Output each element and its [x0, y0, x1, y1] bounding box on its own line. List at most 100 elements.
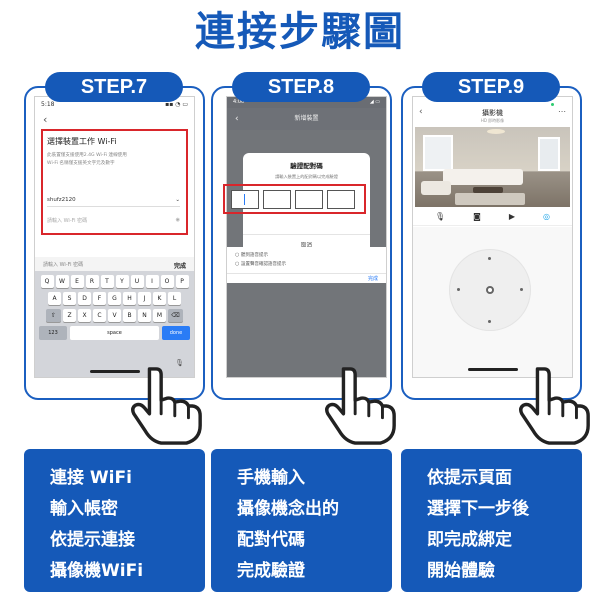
camera-title: 攝影機	[482, 109, 503, 117]
keyboard-toolbar-hint: 請輸入 Wi-Fi 密碼	[43, 262, 84, 268]
more-icon[interactable]: ⋯	[558, 107, 566, 116]
key-s[interactable]: S	[63, 292, 76, 305]
ssid-value: shufz2120	[47, 197, 76, 203]
status-time: 4:00	[233, 99, 245, 105]
video-icon[interactable]: ▶	[508, 212, 516, 221]
cancel-button[interactable]: 取消	[243, 234, 370, 249]
wifi-form: 選擇裝置工作 Wi-Fi 此裝置僅支援使用2.4G Wi-Fi 連線使用 Wi-…	[41, 129, 188, 235]
step-7-line-2: 輸入帳密	[50, 499, 118, 519]
key-q[interactable]: Q	[40, 275, 54, 288]
key-a[interactable]: A	[48, 292, 61, 305]
code-cell-3[interactable]	[295, 190, 323, 209]
code-cell-4[interactable]	[327, 190, 355, 209]
eye-icon[interactable]: ◉	[175, 217, 180, 223]
room-rug	[455, 193, 525, 205]
hand-pointer-icon	[131, 367, 202, 445]
chevron-down-icon: ⌄	[175, 197, 180, 203]
status-time: 5:18	[41, 101, 55, 108]
camera-subtitle: HD 即時影像	[480, 118, 505, 123]
key-d[interactable]: D	[78, 292, 91, 305]
key-h[interactable]: H	[123, 292, 136, 305]
key-space[interactable]: space	[70, 326, 159, 340]
wifi-form-title: 選擇裝置工作 Wi-Fi	[47, 137, 117, 146]
key-u[interactable]: U	[130, 275, 144, 288]
live-video-view[interactable]	[415, 127, 570, 207]
step-7-line-1: 連接 WiFi	[50, 468, 132, 488]
password-placeholder: 請輸入 Wi-Fi 密碼	[47, 218, 88, 224]
back-icon[interactable]: ‹	[43, 113, 48, 126]
page-title: 連接步驟圖	[195, 9, 405, 55]
key-f[interactable]: F	[93, 292, 106, 305]
key-e[interactable]: E	[70, 275, 84, 288]
key-v[interactable]: V	[108, 309, 121, 322]
step-9-badge: STEP.9	[422, 72, 560, 102]
add-device-title: 新增裝置	[294, 115, 319, 122]
add-device-header: ‹ 新增裝置	[227, 108, 386, 130]
step-9-line-2: 選擇下一步後	[427, 499, 529, 519]
code-cell-1[interactable]	[231, 190, 259, 209]
pairing-code-input[interactable]	[223, 184, 366, 214]
keyboard-done-button[interactable]: 完成	[173, 263, 186, 270]
divider	[413, 225, 572, 226]
mic-icon[interactable]: 🎙	[175, 359, 184, 367]
settings-icon[interactable]: ◎	[543, 212, 550, 221]
back-icon[interactable]: ‹	[235, 114, 239, 124]
home-indicator	[89, 370, 140, 373]
ptz-left[interactable]	[457, 288, 460, 291]
step-9-line-1: 依提示頁面	[427, 468, 512, 488]
key-t[interactable]: T	[100, 275, 114, 288]
backspace-key-icon[interactable]: ⌫	[168, 309, 183, 322]
key-o[interactable]: O	[160, 275, 174, 288]
key-p[interactable]: P	[175, 275, 189, 288]
key-g[interactable]: G	[108, 292, 121, 305]
camera-icon[interactable]: ◙	[473, 212, 481, 221]
key-l[interactable]: L	[168, 292, 181, 305]
key-w[interactable]: W	[55, 275, 69, 288]
step-9-line-4: 開始體驗	[427, 561, 495, 581]
wifi-hint-2: Wi-Fi 名稱僅支援英文字元及數字	[47, 161, 115, 166]
step-8-description: 手機輸入 攝像機念出的 配對代碼 完成驗證	[211, 449, 392, 592]
ptz-center[interactable]	[486, 286, 494, 294]
key-done[interactable]: done	[162, 326, 190, 340]
status-bar: 4:00 ◢ ▭	[227, 97, 386, 108]
wifi-hint-1: 此裝置僅支援使用2.4G Wi-Fi 連線使用	[47, 153, 127, 158]
option-item-2[interactable]: 設置聲音確認語音提示	[235, 260, 378, 269]
ptz-right[interactable]	[520, 288, 523, 291]
dialog-hint: 請輸入裝置上的配對碼以完成驗證	[275, 174, 338, 179]
key-x[interactable]: X	[78, 309, 91, 322]
keyboard-toolbar: 請輸入 Wi-Fi 密碼 完成	[35, 257, 194, 271]
status-bar: 5:18 ▪▪ ◔ ▭	[35, 97, 194, 113]
hand-pointer-icon	[519, 367, 590, 445]
password-field[interactable]: 請輸入 Wi-Fi 密碼 ◉	[47, 217, 180, 224]
done-button[interactable]: 完成	[227, 273, 386, 283]
step-7-badge: STEP.7	[45, 72, 183, 102]
step-8-phone: 4:00 ◢ ▭ ‹ 新增裝置 驗證配對碼 請輸入裝置上的配對碼以完成驗證 取消…	[226, 96, 387, 378]
key-123[interactable]: 123	[39, 326, 67, 340]
ptz-joystick[interactable]	[449, 249, 531, 331]
option-list: 聽到語音提示 設置聲音確認語音提示	[227, 247, 386, 273]
key-b[interactable]: B	[123, 309, 136, 322]
shift-key-icon[interactable]: ⇧	[46, 309, 61, 322]
code-cell-2[interactable]	[263, 190, 291, 209]
key-k[interactable]: K	[153, 292, 166, 305]
key-n[interactable]: N	[138, 309, 151, 322]
back-icon[interactable]: ‹	[419, 107, 423, 117]
key-i[interactable]: I	[145, 275, 159, 288]
key-j[interactable]: J	[138, 292, 151, 305]
ptz-down[interactable]	[488, 320, 491, 323]
key-c[interactable]: C	[93, 309, 106, 322]
key-z[interactable]: Z	[63, 309, 76, 322]
key-y[interactable]: Y	[115, 275, 129, 288]
step-9-phone: ‹ 攝影機 HD 即時影像 ⋯ 🎙 ◙ ▶ ◎	[412, 96, 573, 378]
mic-icon[interactable]: 🎙	[434, 212, 446, 221]
option-item-1[interactable]: 聽到語音提示	[235, 251, 378, 260]
key-r[interactable]: R	[85, 275, 99, 288]
step-7-line-3: 依提示連接	[50, 530, 135, 550]
ssid-field[interactable]: shufz2120 ⌄	[47, 197, 180, 207]
step-7-phone: 5:18 ▪▪ ◔ ▭ ‹ 選擇裝置工作 Wi-Fi 此裝置僅支援使用2.4G …	[34, 96, 195, 378]
ptz-up[interactable]	[488, 257, 491, 260]
room-armchair	[421, 181, 451, 195]
key-m[interactable]: M	[153, 309, 166, 322]
